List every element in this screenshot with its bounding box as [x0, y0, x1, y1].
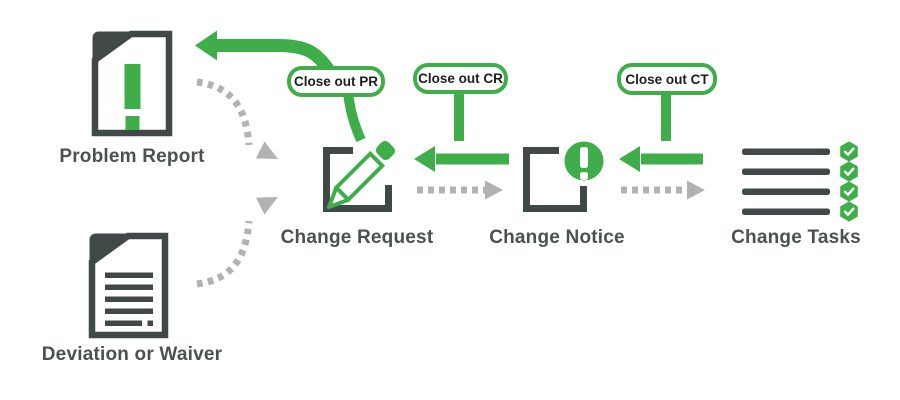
change-request-to-change-notice-arrow — [417, 180, 503, 200]
close-out-pr-stem — [343, 91, 366, 143]
arrow-right-icon — [485, 180, 503, 200]
change-tasks-icon — [742, 141, 858, 222]
change-notice-to-change-request-arrow — [414, 146, 509, 172]
close-out-ct-pill: Close out CT — [617, 63, 717, 95]
check-badge-icon — [840, 201, 858, 222]
deviation-document-icon — [88, 232, 169, 339]
task-row — [742, 148, 830, 155]
arrow-left-icon — [195, 30, 217, 61]
problem-report-label: Problem Report — [59, 146, 205, 167]
change-tasks-to-change-notice-arrow — [619, 146, 703, 172]
change-notice-label: Change Notice — [489, 227, 625, 248]
problem-report-to-change-request-arrow — [196, 78, 278, 159]
task-row — [742, 168, 830, 175]
close-out-pr-pill: Close out PR — [287, 66, 385, 97]
pencil-icon — [326, 140, 396, 210]
task-row — [742, 188, 830, 195]
text-lines — [105, 272, 153, 326]
check-badge-icon — [840, 181, 858, 202]
deviation-to-change-request-arrow — [196, 197, 278, 288]
arrow-left-icon — [414, 146, 435, 172]
close-out-cr-pill: Close out CR — [413, 63, 508, 94]
folded-corner — [89, 233, 131, 265]
arrow-right-icon — [687, 180, 705, 200]
close-out-pr-return-arrow — [195, 30, 336, 76]
change-notice-to-change-tasks-arrow — [621, 180, 705, 200]
check-badge-icon — [840, 161, 858, 182]
arrow-left-icon — [619, 146, 640, 172]
problem-report-document-icon — [91, 30, 173, 137]
change-request-label: Change Request — [280, 227, 434, 248]
change-tasks-label: Change Tasks — [731, 227, 861, 248]
arrow-right-icon — [255, 141, 278, 159]
exclamation-mark-icon — [124, 64, 141, 130]
alert-circle-icon — [561, 138, 607, 184]
change-notice-icon — [523, 138, 607, 212]
folded-corner — [92, 31, 134, 63]
change-request-icon — [323, 140, 396, 212]
check-badge-icon — [840, 141, 858, 162]
arrow-right-icon — [255, 197, 278, 215]
task-row — [742, 208, 830, 215]
deviation-or-waiver-label: Deviation or Waiver — [41, 344, 223, 365]
